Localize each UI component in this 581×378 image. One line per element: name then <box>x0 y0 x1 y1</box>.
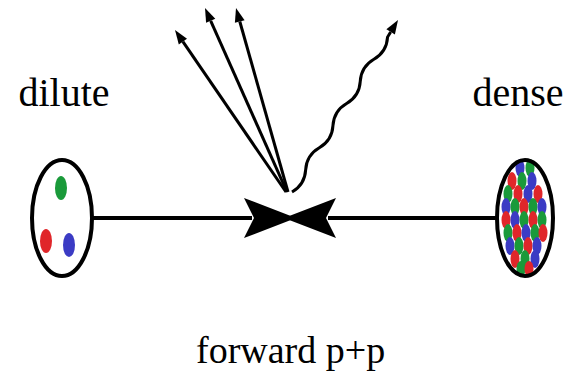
beam-line <box>328 216 498 220</box>
gluon-dots <box>502 159 548 277</box>
track-heads <box>175 8 398 44</box>
arrow-head <box>284 198 336 238</box>
particle-tracks <box>183 21 391 192</box>
hadron-node: dilute <box>0 70 125 285</box>
hadron-node: dense <box>458 70 578 285</box>
hadron-label: dense <box>458 70 578 116</box>
caption: forward p+p <box>196 328 385 372</box>
beam-line <box>92 216 252 220</box>
hadron-label: dilute <box>3 70 125 116</box>
parton-dots <box>40 176 75 257</box>
